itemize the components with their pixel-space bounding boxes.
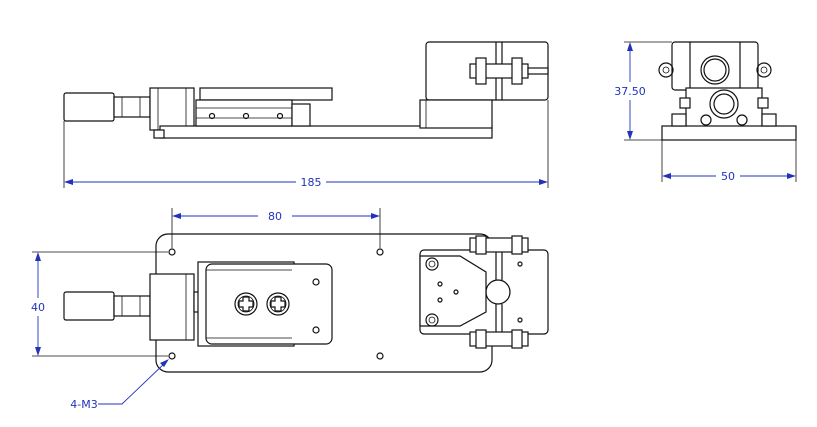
clamp-pin [517,261,523,267]
clamp-pin [437,297,443,303]
side-setscrew [679,97,691,109]
side-lower-bore [709,89,739,119]
front-view: 185 [63,41,549,189]
side-screw [736,114,748,126]
side-bore [700,55,730,85]
mount-hole [376,248,384,256]
clamp-pin [517,317,523,323]
clamp-screw [425,313,439,327]
front-clamp-support [419,99,493,129]
side-base-plate [661,125,797,141]
front-shaft [113,96,151,118]
dimension-hole-spacing-x: 80 [268,210,282,223]
clamp-bore [485,279,511,305]
front-micrometer-head [149,87,195,131]
side-screw [700,114,712,126]
side-view: 37.50 50 [614,41,797,183]
clamp-screw [425,257,439,271]
stage-hole [312,278,320,286]
front-screw [242,112,250,120]
front-knob [63,92,115,122]
front-stage-top [199,87,333,101]
mount-hole [168,352,176,360]
top-knob [63,291,115,321]
top-stage-plate [205,263,333,345]
side-upper-block [671,41,759,91]
top-view: 80 40 4-M3 [31,208,549,411]
front-screw [276,112,284,120]
dimension-height: 37.50 [614,85,646,98]
side-knob-right [756,62,772,78]
callout-mount-holes: 4-M3 [70,398,97,411]
front-stage-body [195,99,293,127]
dimension-hole-spacing-y: 40 [31,301,45,314]
stage-hole [312,326,320,334]
side-knob-left [658,62,674,78]
mount-hole [168,248,176,256]
top-shaft [113,295,151,317]
phillips-screw-icon [234,292,258,316]
dimension-total-length: 185 [301,176,322,189]
clamp-pin [453,289,459,295]
mount-hole [376,352,384,360]
clamp-pin [437,281,443,287]
side-lower-block [685,87,763,131]
top-clamp-wedge [419,255,487,327]
front-screw [208,112,216,120]
top-micrometer-head [149,273,195,341]
phillips-screw-icon [266,292,290,316]
dimension-width: 50 [721,170,735,183]
